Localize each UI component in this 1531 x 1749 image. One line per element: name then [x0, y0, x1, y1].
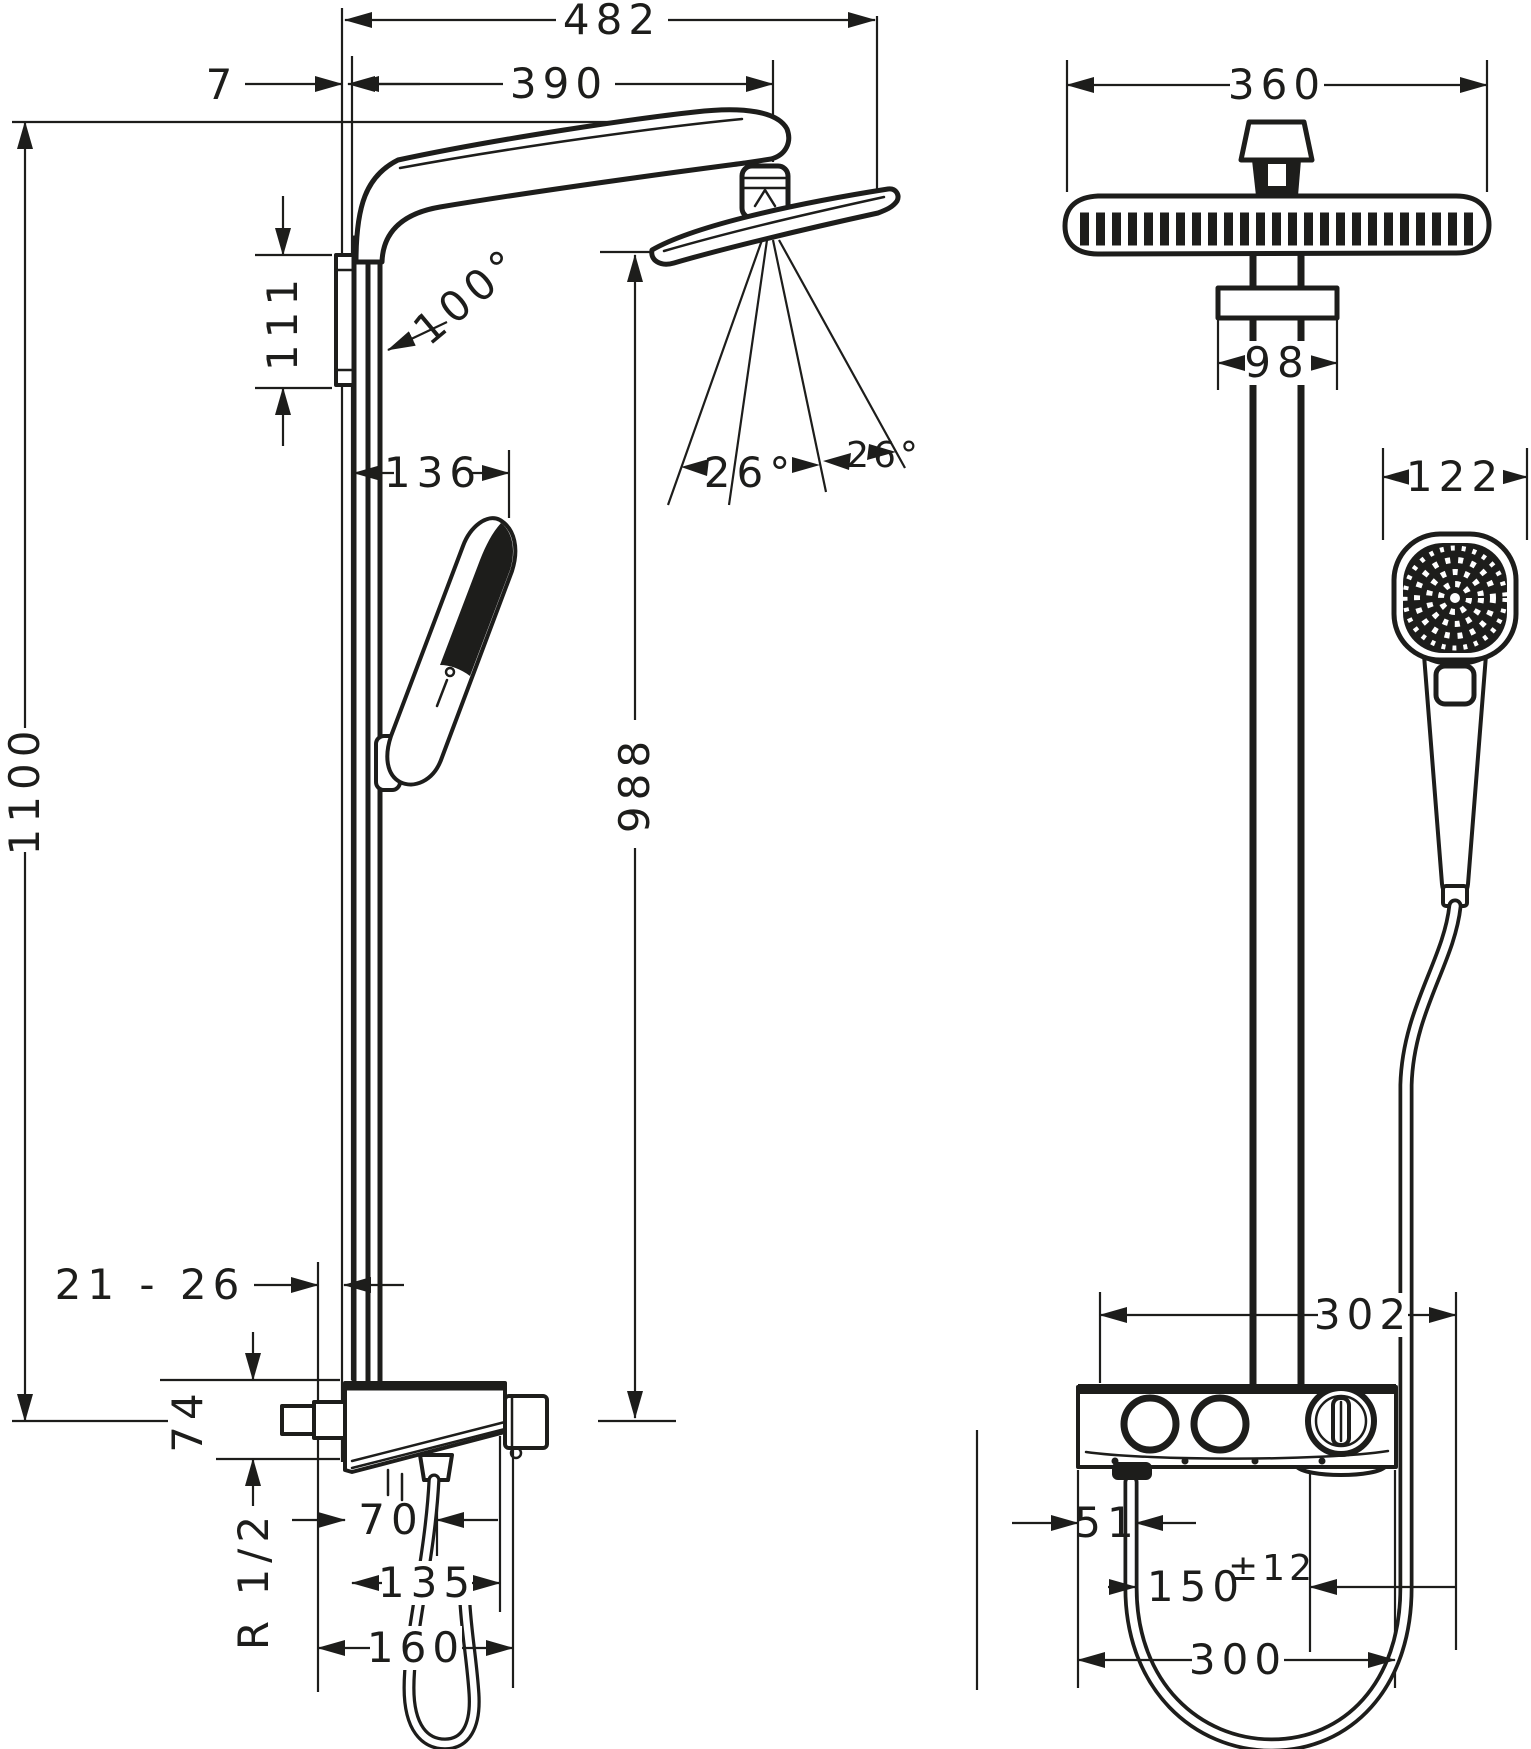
- shower-pipe-front: [1249, 254, 1305, 1385]
- dim-arm-projection-label: 390: [510, 59, 608, 108]
- dim-valve-width-side-label: 135: [378, 1558, 476, 1607]
- select-button: [1433, 663, 1477, 707]
- dim-supply-tolerance-label: ±12: [1228, 1548, 1316, 1589]
- dim-spray-angle-right-label: 26°: [846, 435, 922, 476]
- dim-valve-depth-label: 160: [367, 1623, 465, 1672]
- dim-head-height-label: 988: [610, 735, 659, 833]
- supply-connection: [280, 1404, 316, 1436]
- dim-tile-thickness-label: 21 - 26: [55, 1260, 246, 1309]
- dim-thread-size-label: R 1/2: [229, 1510, 278, 1650]
- thermostat-front: [1076, 1384, 1398, 1480]
- select-knob-side: [503, 1394, 549, 1450]
- dim-mount-plate-width-label: 98: [1244, 338, 1309, 387]
- thermostat-side: [280, 1381, 549, 1502]
- dim-bracket-height-label: 111: [258, 273, 307, 371]
- dim-overall-width-label: 482: [563, 0, 661, 44]
- hose-outlet-front: [1112, 1462, 1152, 1480]
- dim-overall-height-label: 1100: [0, 725, 49, 856]
- dim-valve-width-front-label: 300: [1189, 1635, 1287, 1684]
- dim-arm-angle-label: 100°: [404, 237, 531, 355]
- paddle-button-2: [1190, 1394, 1250, 1454]
- dim-spray-angle-left-label: 26°: [704, 448, 796, 497]
- shower-arm: [353, 107, 792, 265]
- wall-flange: [312, 1400, 347, 1440]
- front-view: [1062, 119, 1519, 1749]
- dim-head-width-label: 360: [1228, 60, 1326, 109]
- dim-valve-height-label: 74: [163, 1387, 212, 1452]
- dim-hose-offset-label: 51: [1074, 1498, 1139, 1547]
- dim-hose-outlet-offset-label: 70: [358, 1495, 423, 1544]
- hose-outlet-side: [418, 1453, 454, 1482]
- hose-front: [1123, 898, 1463, 1749]
- handshower-front: [1391, 531, 1519, 908]
- handshower-face-side: [440, 523, 513, 676]
- mount-plate: [1215, 285, 1340, 321]
- dim-top-width-label: 302: [1314, 1290, 1412, 1339]
- wall-bracket: [334, 253, 356, 387]
- dim-handshower-width-label: 122: [1406, 452, 1504, 501]
- paddle-button-1: [1120, 1394, 1180, 1454]
- head-pivot-knob: [1238, 119, 1315, 163]
- spray-angle-arrows: [681, 444, 896, 476]
- side-view: [280, 107, 906, 1749]
- dim-supply-spacing-label: 150: [1147, 1562, 1245, 1611]
- dim-wall-offset-label: 7: [206, 60, 239, 109]
- spray-lines: [666, 239, 906, 506]
- dim-handshower-offset-label: 136: [384, 448, 482, 497]
